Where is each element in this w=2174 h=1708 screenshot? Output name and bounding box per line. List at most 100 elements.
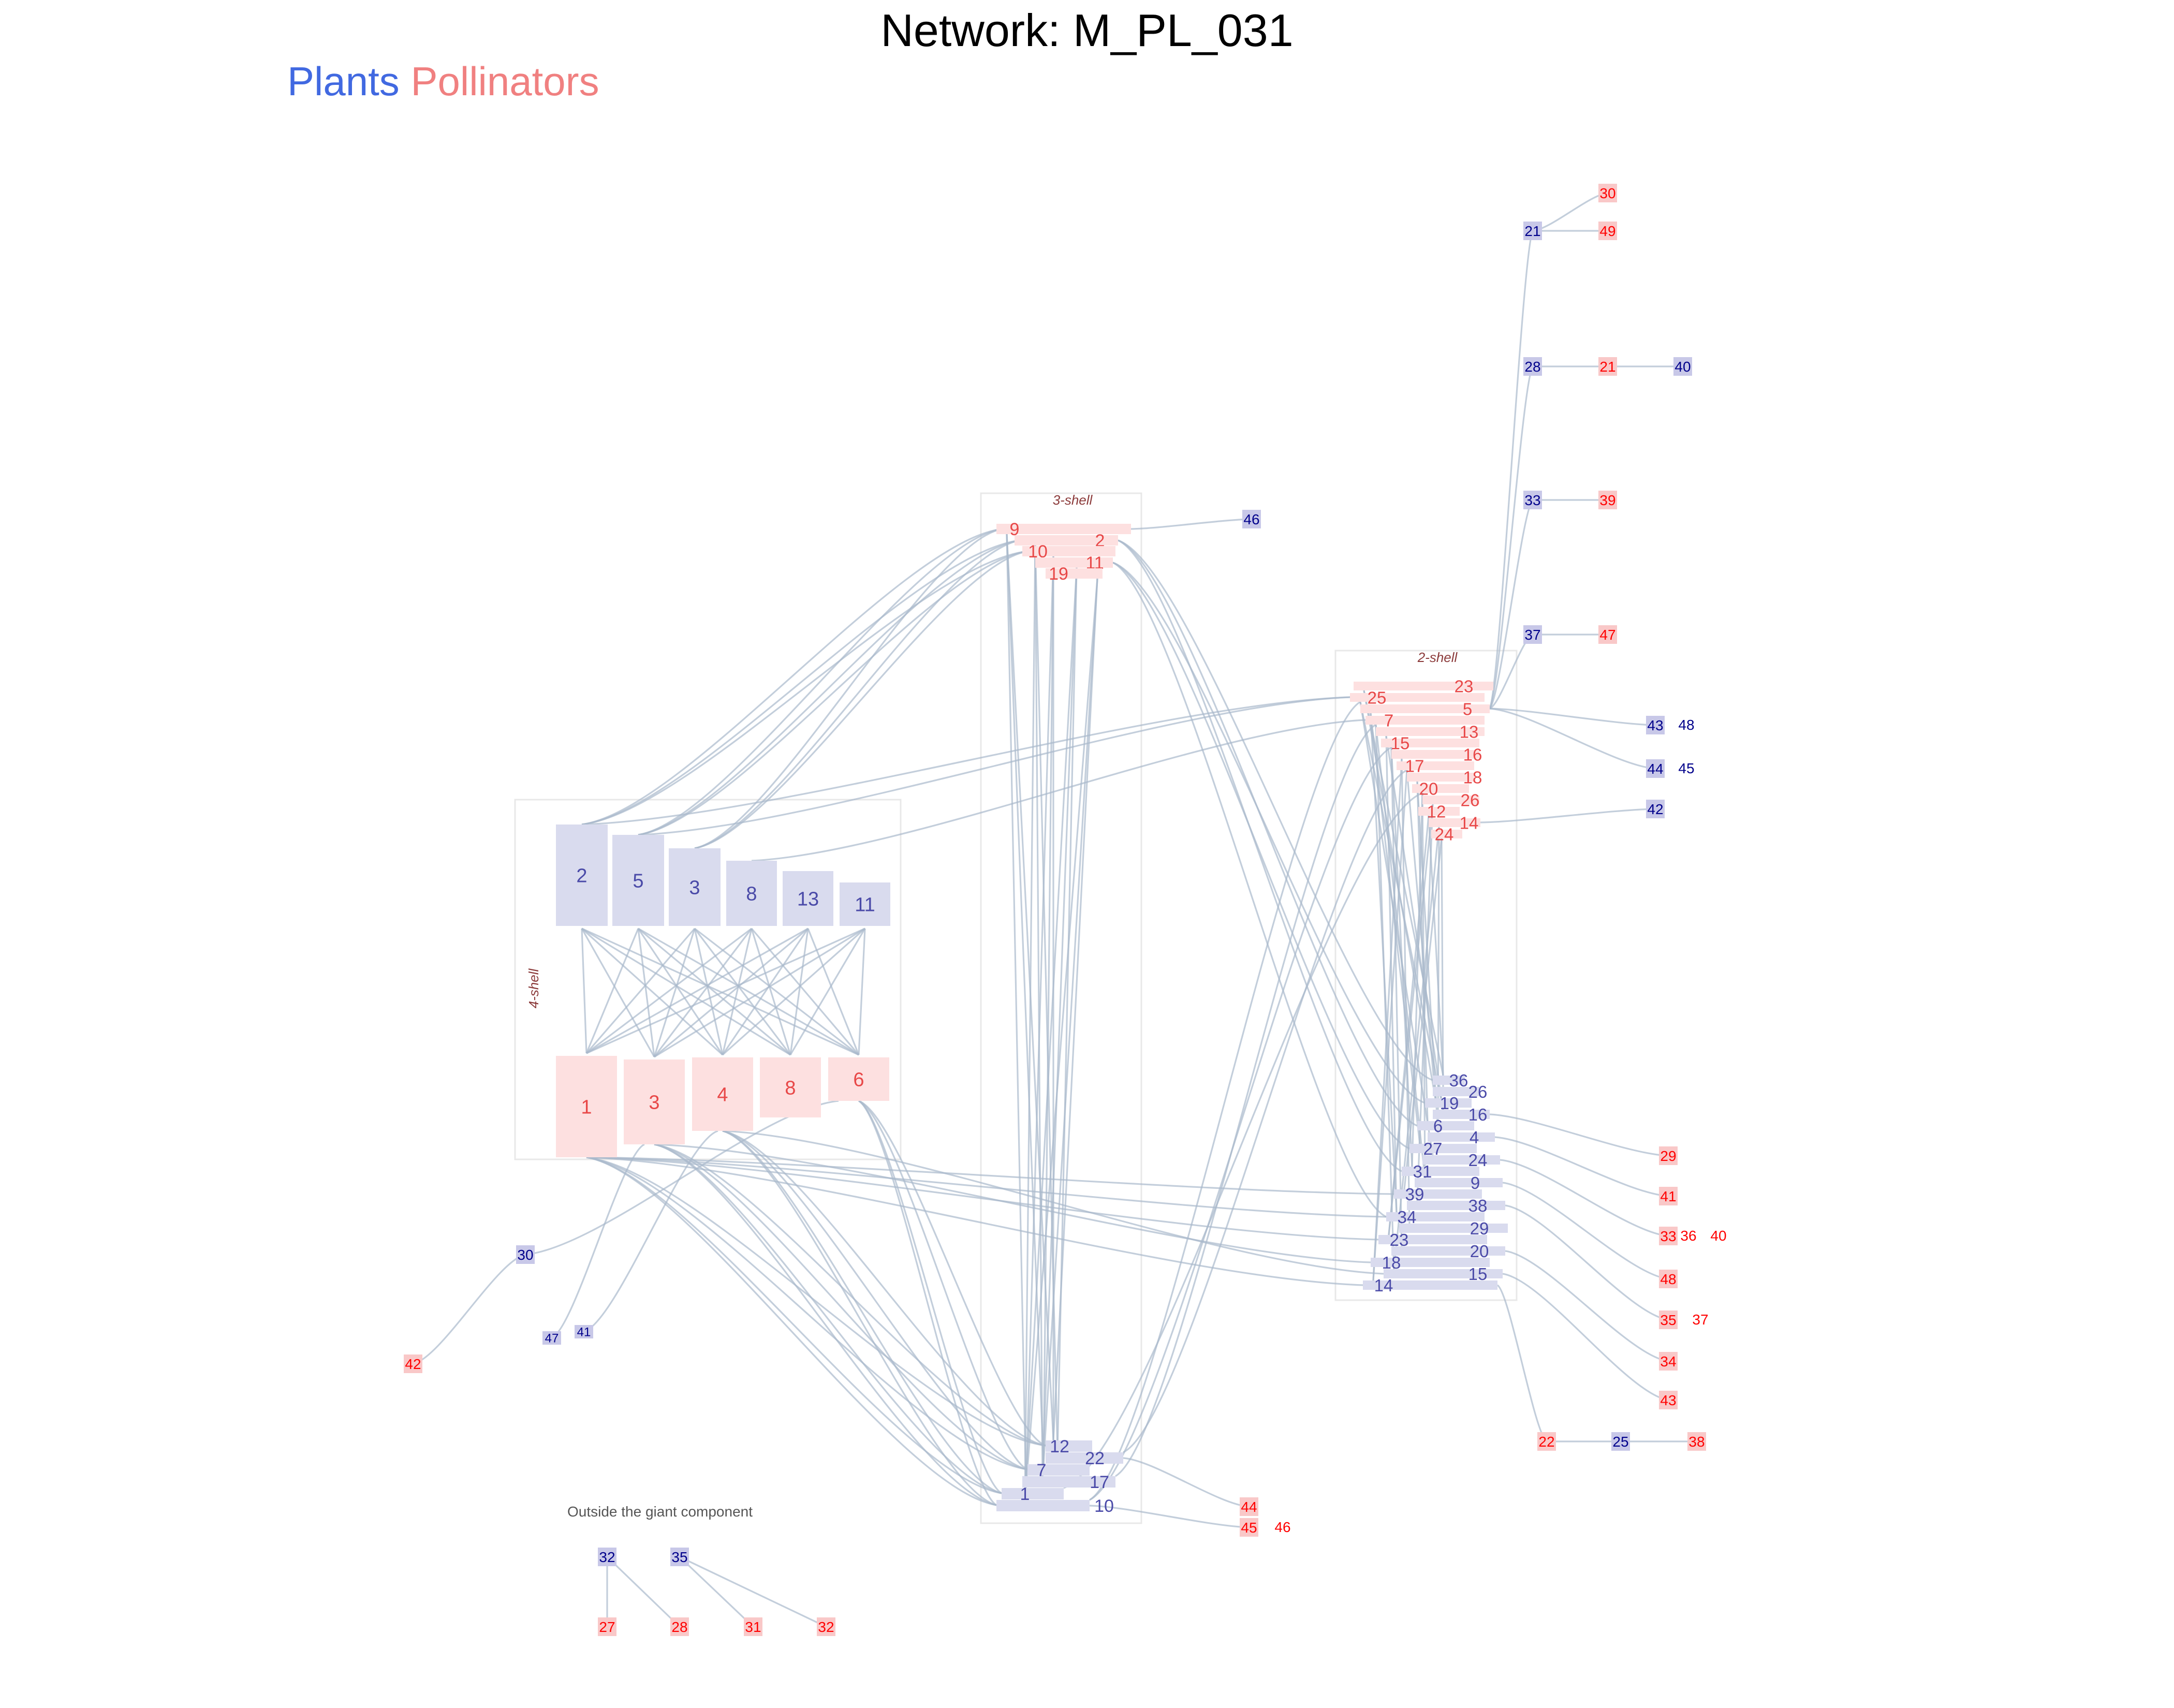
- pollinator-node-24[interactable]: 24: [1431, 824, 1462, 844]
- pollinator-node-41[interactable]: 41: [1659, 1187, 1678, 1205]
- pollinator-node-27[interactable]: 27: [598, 1617, 616, 1636]
- pollinator-node-42[interactable]: 42: [404, 1354, 422, 1373]
- pollinator-node-28[interactable]: 28: [670, 1617, 689, 1636]
- pollinator-node-26[interactable]: 26: [1422, 790, 1479, 809]
- node-label: 4: [1470, 1128, 1479, 1147]
- plant-node-33[interactable]: 33: [1523, 491, 1542, 509]
- pollinator-node-2[interactable]: 2: [1015, 531, 1118, 551]
- plant-node-2[interactable]: 2: [556, 824, 608, 926]
- plant-node-3[interactable]: 3: [669, 848, 721, 926]
- pollinator-node-34[interactable]: 34: [1659, 1352, 1678, 1371]
- pollinator-node-15[interactable]: 15: [1381, 733, 1479, 753]
- pollinator-node-18[interactable]: 18: [1407, 768, 1482, 787]
- plant-node-35[interactable]: 35: [670, 1548, 689, 1566]
- pollinator-node-30[interactable]: 30: [1598, 184, 1617, 202]
- plant-node-19[interactable]: 19: [1425, 1094, 1472, 1113]
- pollinator-node-48[interactable]: 48: [1659, 1270, 1678, 1288]
- plant-node-4[interactable]: 4: [1428, 1128, 1495, 1147]
- plant-node-36[interactable]: 36: [1433, 1071, 1468, 1090]
- plant-node-14[interactable]: 14: [1363, 1276, 1497, 1295]
- pollinator-node-39[interactable]: 39: [1598, 491, 1617, 509]
- pollinator-node-38[interactable]: 38: [1687, 1432, 1706, 1451]
- pollinator-node-32[interactable]: 32: [817, 1617, 835, 1636]
- plant-node-13[interactable]: 13: [783, 871, 833, 926]
- pollinator-node-36: 36: [1680, 1228, 1696, 1244]
- pollinator-node-6[interactable]: 6: [828, 1057, 889, 1101]
- plant-node-37[interactable]: 37: [1523, 625, 1542, 644]
- pollinator-node-13[interactable]: 13: [1376, 722, 1485, 741]
- plant-node-23[interactable]: 23: [1378, 1230, 1487, 1249]
- plant-node-30[interactable]: 30: [516, 1245, 535, 1264]
- node-label: 33: [1660, 1228, 1676, 1244]
- pollinator-node-45[interactable]: 45: [1240, 1518, 1258, 1537]
- plant-node-41[interactable]: 41: [575, 1325, 593, 1339]
- pollinator-node-14[interactable]: 14: [1429, 813, 1480, 832]
- plant-node-42[interactable]: 42: [1646, 800, 1665, 818]
- plant-node-38[interactable]: 38: [1407, 1196, 1505, 1215]
- node-box: [1598, 222, 1617, 240]
- plant-node-40[interactable]: 40: [1673, 357, 1692, 376]
- link: [1118, 539, 1418, 1127]
- pollinator-node-43[interactable]: 43: [1659, 1391, 1678, 1409]
- pollinator-node-12[interactable]: 12: [1418, 802, 1460, 821]
- plant-node-16[interactable]: 16: [1433, 1105, 1490, 1124]
- pollinator-node-20[interactable]: 20: [1412, 779, 1469, 798]
- plant-node-5[interactable]: 5: [612, 835, 664, 926]
- plant-node-43[interactable]: 43: [1646, 716, 1665, 734]
- plant-node-6[interactable]: 6: [1417, 1116, 1474, 1136]
- pollinator-node-22[interactable]: 22: [1537, 1432, 1556, 1451]
- pollinator-node-44[interactable]: 44: [1240, 1497, 1258, 1516]
- pollinator-node-21[interactable]: 21: [1598, 357, 1617, 376]
- plant-node-29[interactable]: 29: [1399, 1219, 1508, 1238]
- plant-node-20[interactable]: 20: [1391, 1242, 1505, 1261]
- pollinator-node-16[interactable]: 16: [1391, 745, 1482, 764]
- pollinator-node-49[interactable]: 49: [1598, 222, 1617, 240]
- plant-node-28[interactable]: 28: [1523, 357, 1542, 376]
- plant-node-9[interactable]: 9: [1415, 1173, 1503, 1192]
- plant-node-15[interactable]: 15: [1384, 1264, 1503, 1284]
- pollinator-node-29[interactable]: 29: [1659, 1146, 1678, 1165]
- pollinator-node-5[interactable]: 5: [1360, 699, 1490, 718]
- link: [1024, 567, 1078, 1500]
- plant-node-8[interactable]: 8: [726, 861, 777, 926]
- pollinator-node-33[interactable]: 33: [1659, 1227, 1678, 1245]
- plant-node-44[interactable]: 44: [1646, 759, 1665, 778]
- plant-node-17[interactable]: 17: [1022, 1473, 1115, 1492]
- pollinator-node-7[interactable]: 7: [1365, 711, 1485, 730]
- pollinator-node-8[interactable]: 8: [760, 1057, 821, 1117]
- pollinator-node-25[interactable]: 25: [1350, 688, 1485, 707]
- plant-node-11[interactable]: 11: [840, 882, 890, 926]
- pollinator-node-19[interactable]: 19: [1046, 564, 1103, 584]
- pollinator-node-1[interactable]: 1: [556, 1056, 617, 1157]
- pollinator-node-4[interactable]: 4: [692, 1057, 753, 1131]
- pollinator-node-23[interactable]: 23: [1354, 676, 1493, 696]
- link: [413, 1254, 526, 1365]
- plant-node-25[interactable]: 25: [1611, 1432, 1630, 1451]
- plant-node-32[interactable]: 32: [598, 1548, 616, 1566]
- plant-node-18[interactable]: 18: [1371, 1253, 1490, 1272]
- pollinator-node-17[interactable]: 17: [1397, 756, 1474, 775]
- pollinator-node-3[interactable]: 3: [624, 1059, 685, 1144]
- link: [1025, 556, 1054, 1489]
- plant-node-24[interactable]: 24: [1422, 1151, 1500, 1170]
- pollinator-node-9[interactable]: 9: [996, 520, 1131, 539]
- plant-node-34[interactable]: 34: [1386, 1208, 1485, 1227]
- link: [722, 928, 753, 1055]
- pollinator-node-31[interactable]: 31: [744, 1617, 762, 1636]
- link: [1489, 708, 1656, 770]
- plant-node-31[interactable]: 31: [1402, 1162, 1479, 1181]
- pollinator-node-11[interactable]: 11: [1035, 553, 1113, 573]
- plant-node-26[interactable]: 26: [1433, 1082, 1487, 1101]
- plant-node-1[interactable]: 1: [1002, 1484, 1064, 1504]
- pollinator-node-35[interactable]: 35: [1659, 1311, 1678, 1329]
- link: [1052, 578, 1098, 1441]
- plant-node-10[interactable]: 10: [996, 1496, 1114, 1516]
- plant-node-46[interactable]: 46: [1242, 510, 1261, 528]
- plant-node-7[interactable]: 7: [1027, 1461, 1090, 1480]
- plant-node-47[interactable]: 47: [542, 1331, 561, 1346]
- plant-node-27[interactable]: 27: [1409, 1139, 1477, 1158]
- pollinator-node-47[interactable]: 47: [1598, 625, 1617, 644]
- plant-node-39[interactable]: 39: [1394, 1185, 1482, 1204]
- plant-node-21[interactable]: 21: [1523, 222, 1542, 240]
- node-label: 18: [1463, 768, 1482, 787]
